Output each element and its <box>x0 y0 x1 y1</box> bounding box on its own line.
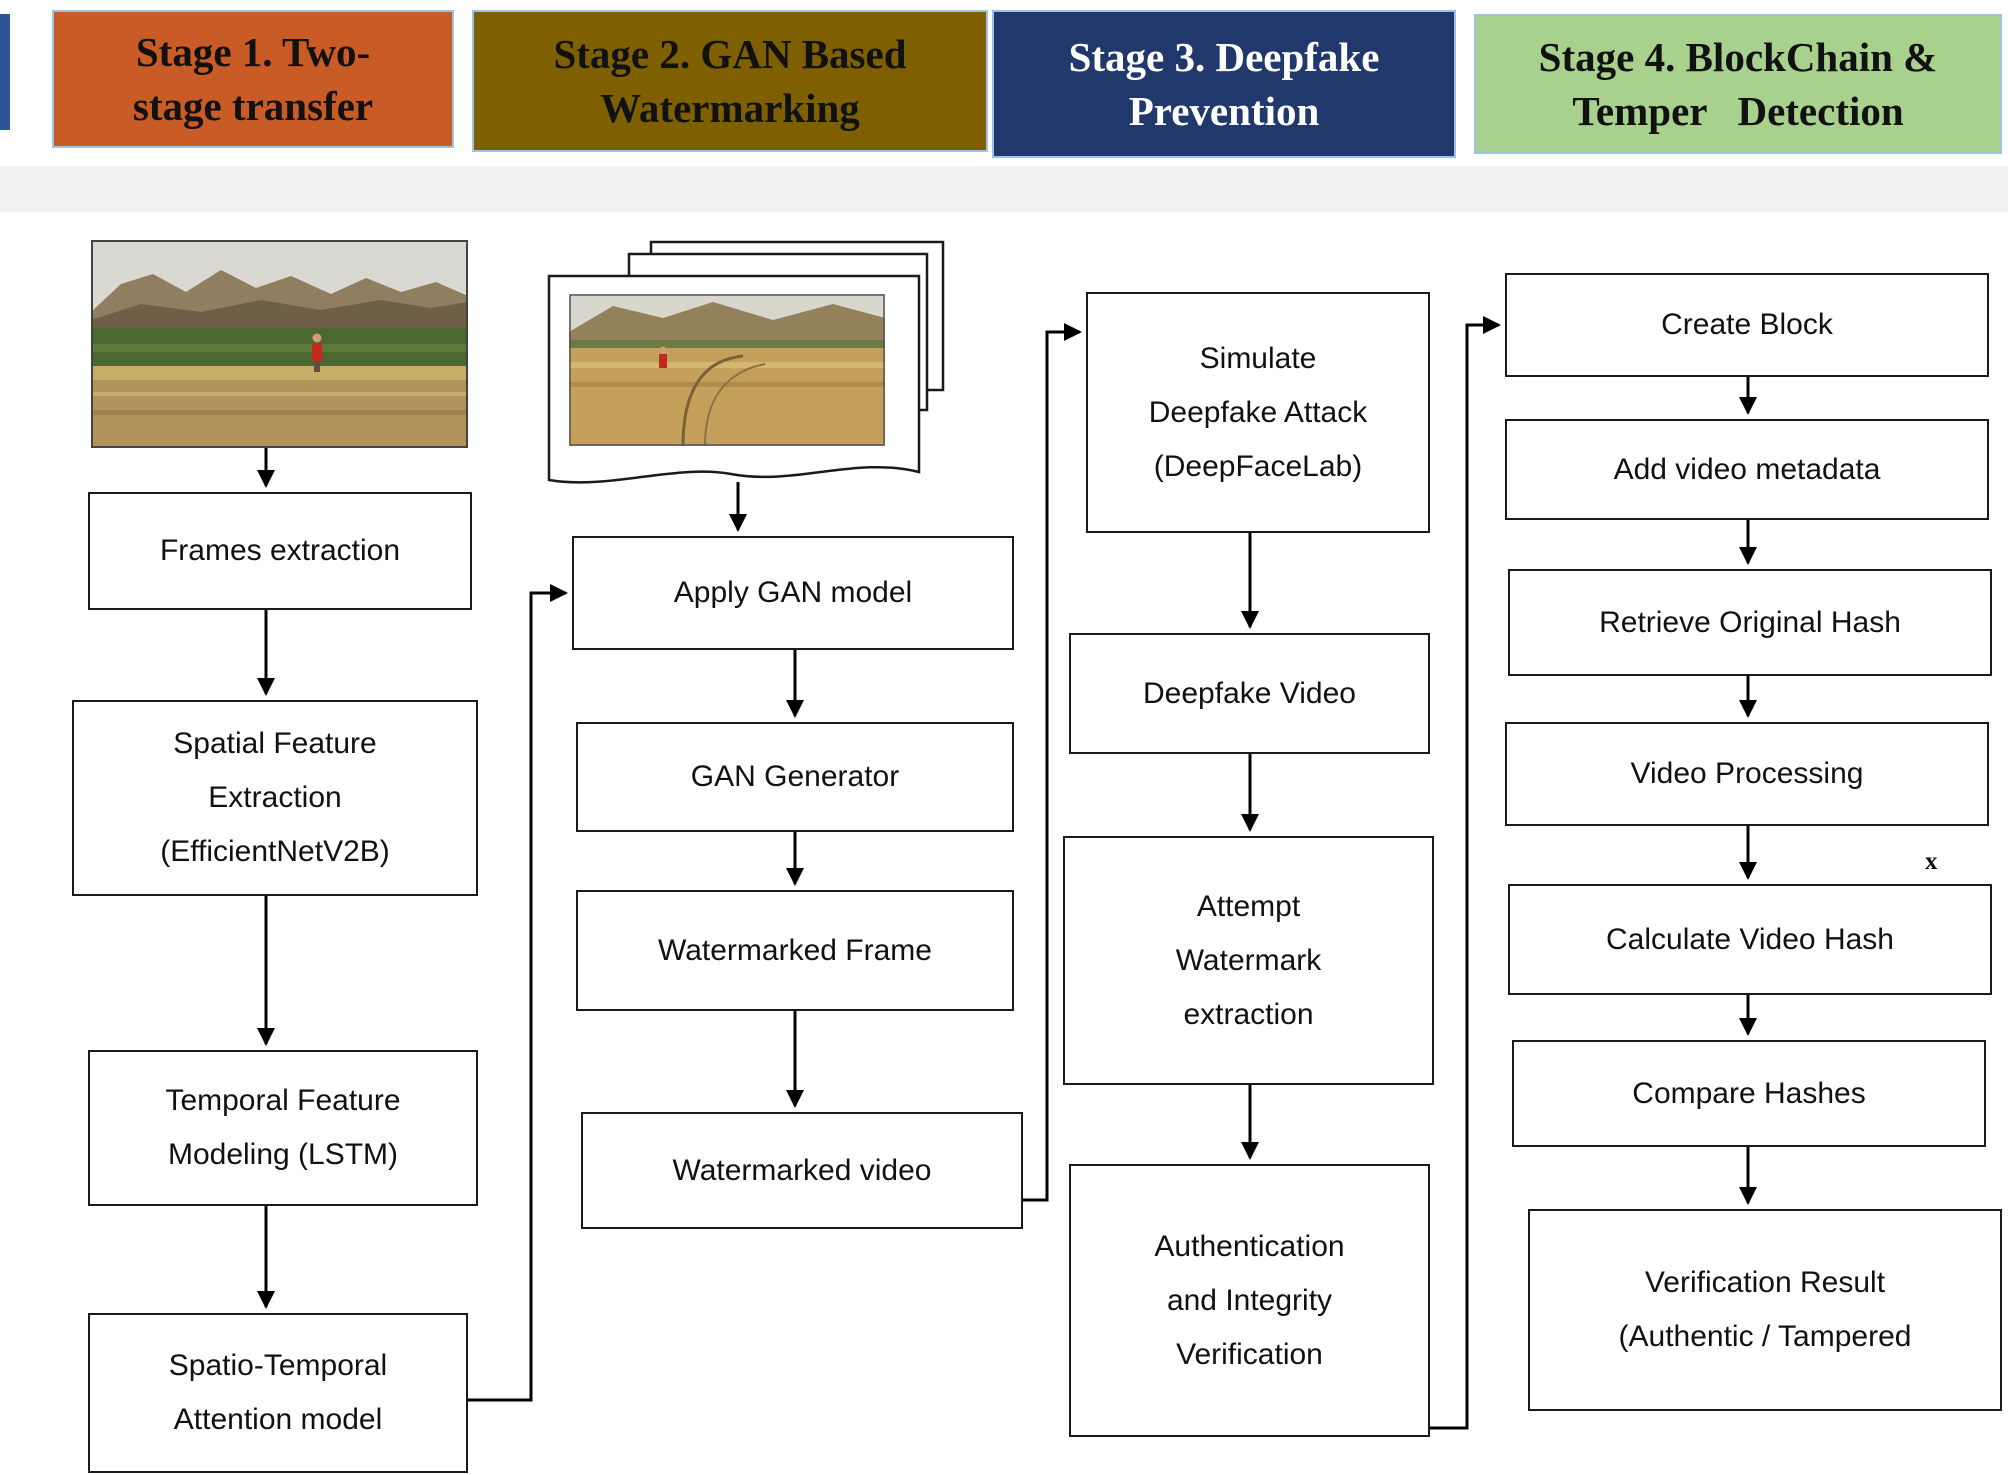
stage2-header: Stage 2. GAN Based Watermarking <box>472 10 988 152</box>
node-gan-generator: GAN Generator <box>576 722 1014 832</box>
background-band <box>0 166 2008 212</box>
node-spatio-temporal-attention-model: Spatio-Temporal Attention model <box>88 1313 468 1473</box>
left-edge-blue-mark <box>0 14 10 130</box>
node-apply-gan-model: Apply GAN model <box>572 536 1014 650</box>
node-retrieve-original-hash: Retrieve Original Hash <box>1508 569 1992 676</box>
node-temporal-feature-modeling: Temporal Feature Modeling (LSTM) <box>88 1050 478 1206</box>
stage2-frames-stack <box>533 240 950 496</box>
stray-x-mark: x <box>1925 848 1938 875</box>
node-watermarked-frame: Watermarked Frame <box>576 890 1014 1011</box>
node-calculate-video-hash: Calculate Video Hash <box>1508 884 1992 995</box>
stage1-header: Stage 1. Two- stage transfer <box>52 10 454 148</box>
node-compare-hashes: Compare Hashes <box>1512 1040 1986 1147</box>
stage3-header: Stage 3. Deepfake Prevention <box>992 10 1456 158</box>
node-frames-extraction: Frames extraction <box>88 492 472 610</box>
node-attempt-watermark-extraction: Attempt Watermark extraction <box>1063 836 1434 1085</box>
stage4-header: Stage 4. BlockChain & Temper Detection <box>1474 14 2002 154</box>
person-figure <box>312 333 322 343</box>
node-authentication-integrity-verification: Authentication and Integrity Verificatio… <box>1069 1164 1430 1437</box>
stage1-input-video-frame <box>91 240 468 448</box>
stacked-frames-image <box>547 240 945 484</box>
node-add-video-metadata: Add video metadata <box>1505 419 1989 520</box>
node-verification-result: Verification Result (Authentic / Tampere… <box>1528 1209 2002 1411</box>
node-create-block: Create Block <box>1505 273 1989 377</box>
node-simulate-deepfake-attack: Simulate Deepfake Attack (DeepFaceLab) <box>1086 292 1430 533</box>
node-deepfake-video: Deepfake Video <box>1069 633 1430 754</box>
node-watermarked-video: Watermarked video <box>581 1112 1023 1229</box>
connector-stage2-to-stage3 <box>1023 323 1082 1202</box>
field-landscape-image <box>91 240 468 448</box>
connector-stage1-to-stage2 <box>468 584 568 1402</box>
connector-stage3-to-stage4 <box>1430 316 1501 1430</box>
node-spatial-feature-extraction: Spatial Feature Extraction (EfficientNet… <box>72 700 478 896</box>
node-video-processing: Video Processing <box>1505 722 1989 826</box>
person-figure <box>659 346 667 354</box>
